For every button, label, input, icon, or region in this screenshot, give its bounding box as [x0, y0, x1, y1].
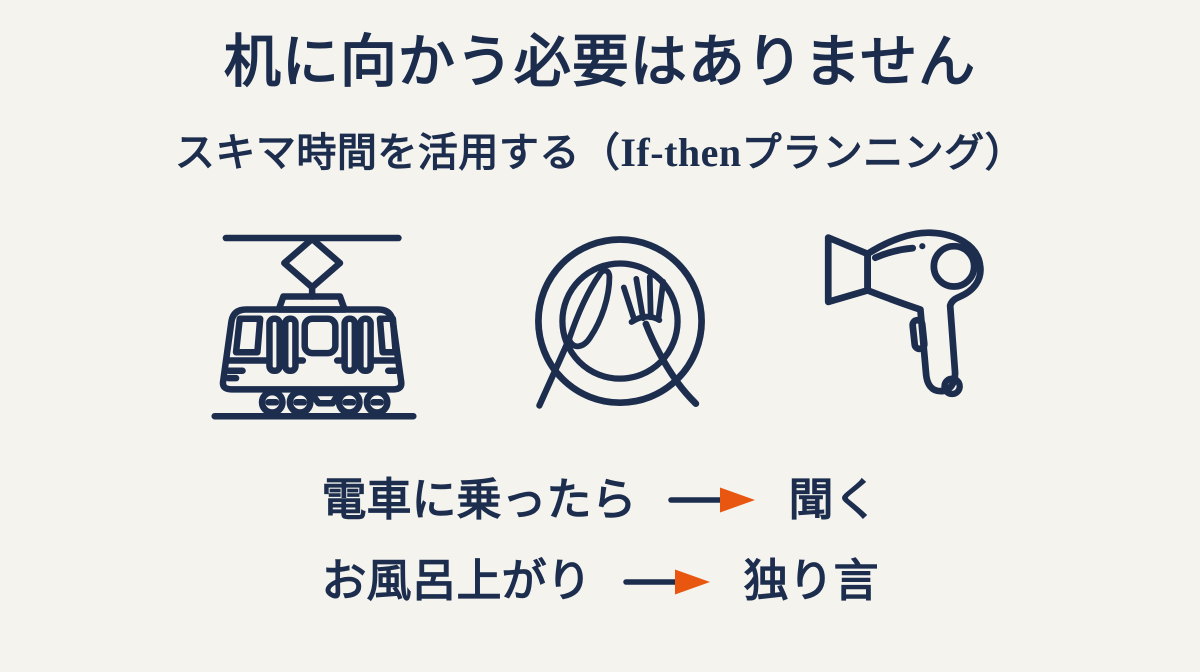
icons-row — [198, 222, 1002, 424]
subtitle: スキマ時間を活用する（If-thenプランニング） — [174, 129, 1026, 175]
arrow-right-icon — [663, 485, 763, 515]
arrow-right-icon — [618, 567, 718, 597]
rule-row-bath: お風呂上がり 独り言 — [321, 557, 878, 607]
rule-action: 独り言 — [743, 556, 879, 607]
meal-plate-icon — [524, 227, 716, 419]
rule-condition: お風呂上がり — [321, 556, 592, 607]
hair-dryer-icon — [810, 227, 1002, 419]
rule-row-train: 電車に乗ったら 聞く — [321, 474, 879, 526]
rule-action: 聞く — [788, 474, 879, 525]
tram-icon — [198, 225, 430, 420]
page-title: 机に向かう必要はありません — [223, 30, 977, 94]
rules-list: 電車に乗ったら 聞く お風呂上がり 独り言 — [321, 474, 879, 607]
rule-condition: 電車に乗ったら — [321, 474, 637, 525]
